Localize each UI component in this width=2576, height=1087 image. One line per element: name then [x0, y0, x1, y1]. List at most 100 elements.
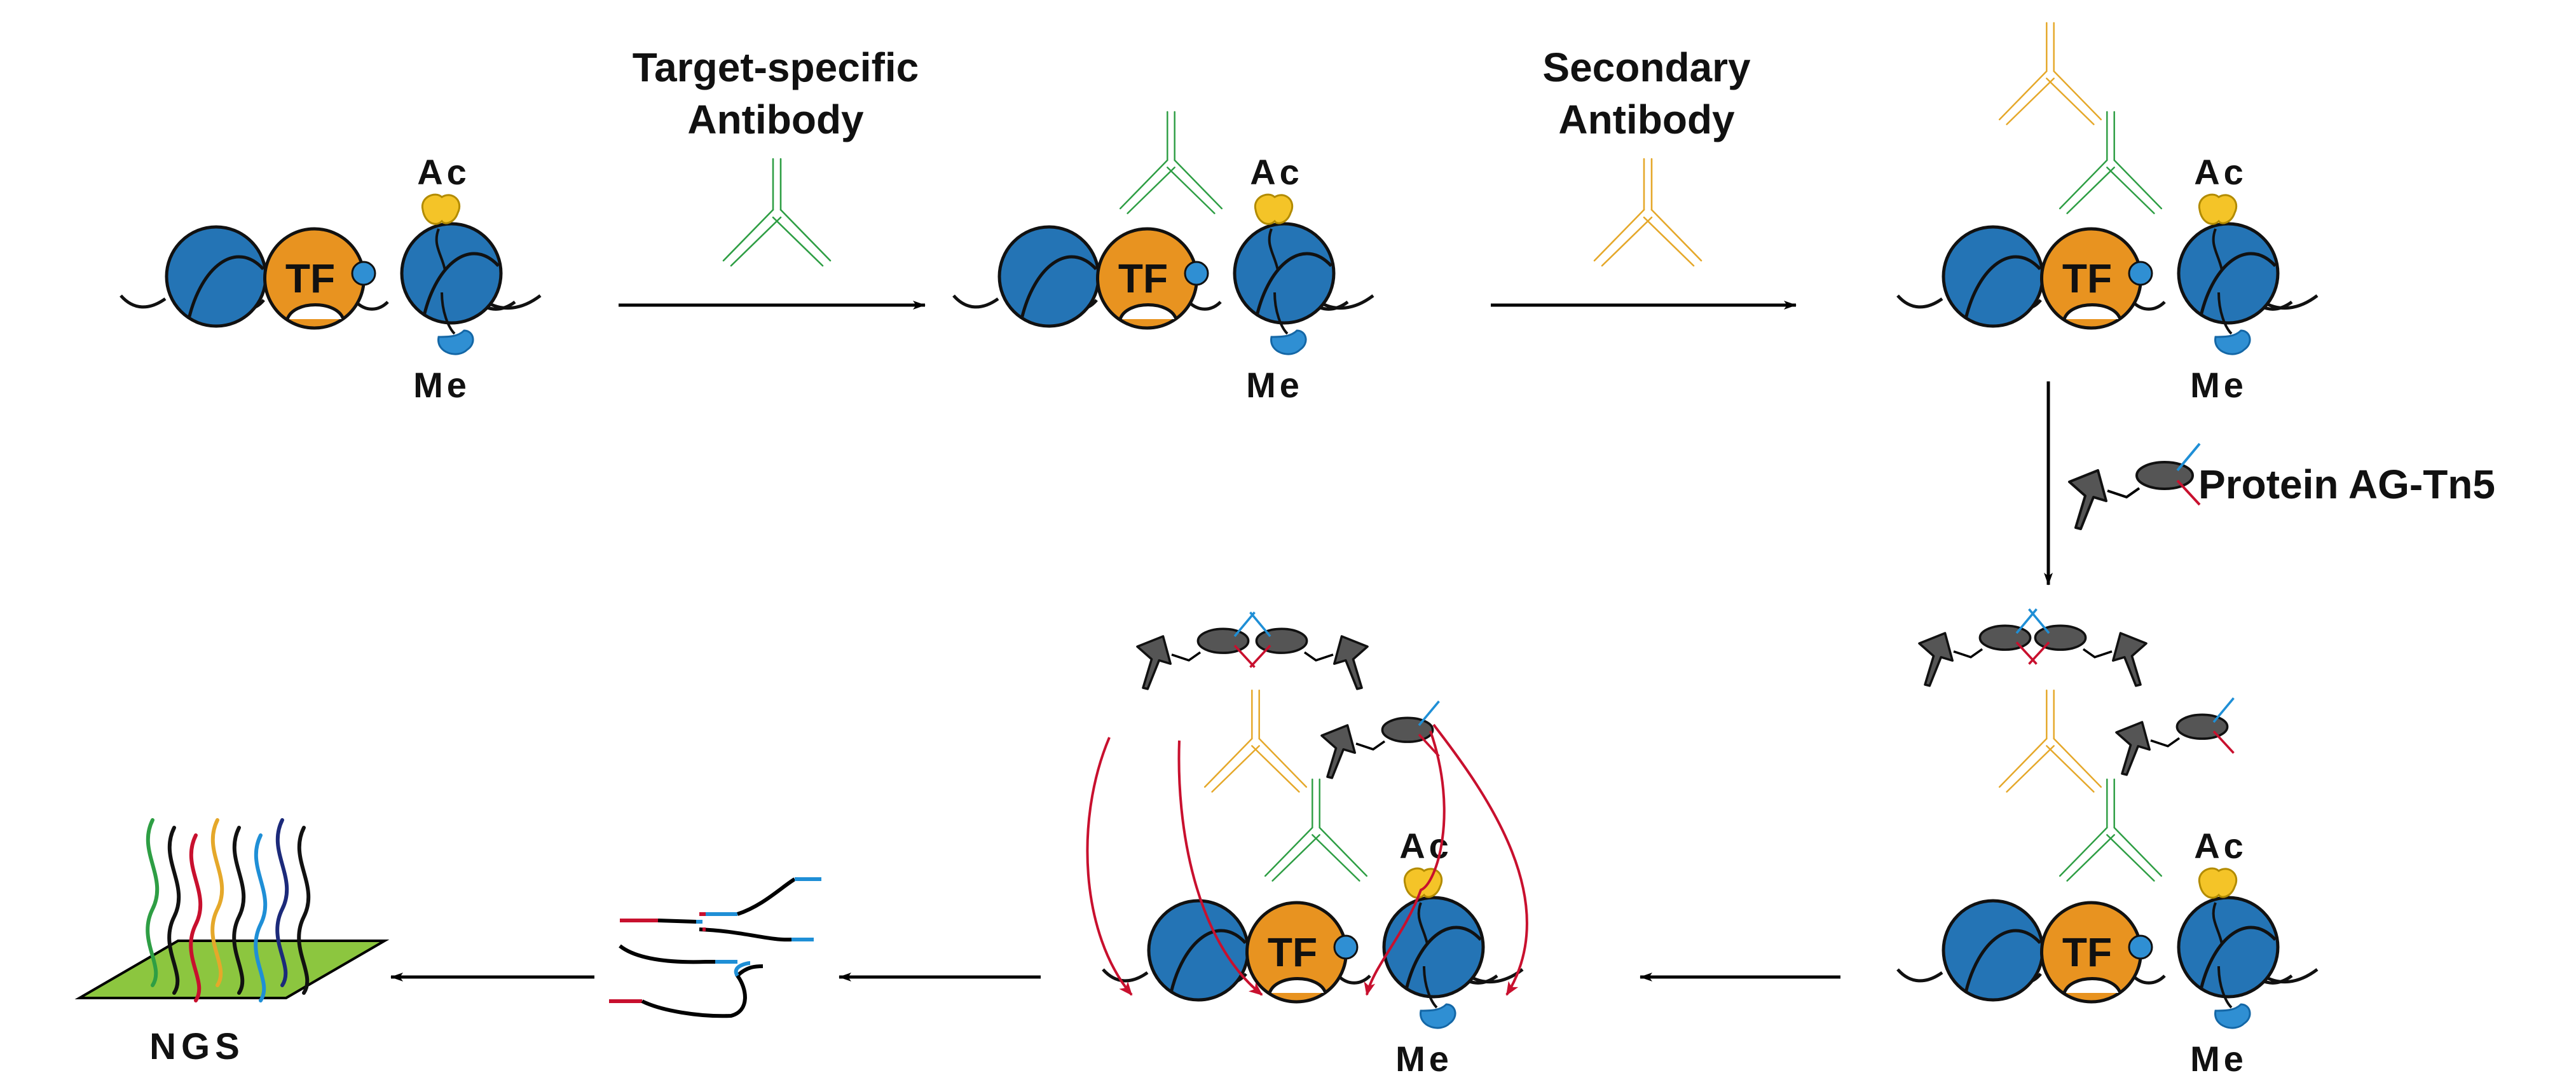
primary-antibody-icon: [2059, 778, 2163, 882]
step1-primary-antibody-icon: [722, 158, 832, 267]
tagmentation-cut-arrow-3: [1432, 723, 1528, 996]
me-label: Me: [1246, 365, 1303, 405]
nucleosome-icon: [400, 222, 503, 325]
secondary-antibody-icon: [1998, 22, 2102, 125]
tf-label: TF: [1118, 256, 1168, 301]
methyl-mark-icon: [2214, 329, 2251, 355]
ngs-read-8: [297, 826, 311, 995]
ngs-label: NGS: [149, 1026, 245, 1067]
tn5-adapter-red: [2176, 479, 2201, 506]
protein-ag-tn5-left: [1136, 612, 1256, 690]
tagmentation-cut-arrow-1: [1086, 737, 1133, 996]
tf-label: TF: [2062, 929, 2112, 975]
ac-label: Ac: [2194, 826, 2247, 866]
phospho-marker: [1184, 261, 1209, 286]
ngs-read-1: [146, 818, 160, 987]
step2-label-line2: Antibody: [1558, 97, 1735, 142]
phospho-marker: [1333, 934, 1359, 960]
ngs-reads: [146, 818, 311, 1002]
transcription-factor-icon: TF: [263, 227, 376, 330]
primary-antibody-icon: [2059, 111, 2163, 214]
ngs-read-6: [254, 833, 268, 1002]
phospho-marker: [2128, 934, 2153, 960]
ac-label: Ac: [2194, 152, 2247, 192]
secondary-antibody-icon: [1593, 158, 1702, 267]
nucleosome-icon: [1942, 899, 2045, 1002]
tf-label: TF: [2062, 256, 2112, 301]
tf-label: TF: [1268, 929, 1317, 975]
sequencing-flowcell-icon: [74, 940, 390, 999]
ngs-read-7: [275, 818, 289, 987]
me-label: Me: [2190, 365, 2247, 405]
nucleosome-icon: [997, 225, 1100, 328]
methyl-mark-icon: [1270, 329, 1307, 355]
adapter-fragments-icon: [609, 877, 821, 1018]
nucleosome-icon: [165, 225, 268, 328]
me-label: Me: [1395, 1039, 1453, 1079]
acetyl-mark-icon: [2198, 867, 2238, 899]
tf-label: TF: [285, 256, 335, 301]
acetyl-mark-icon: [2198, 193, 2238, 225]
primary-antibody-icon: [1264, 778, 1368, 882]
acetyl-mark-icon: [1403, 867, 1443, 899]
secondary-antibody-icon: [1203, 689, 1308, 793]
tagmentation-cut-arrow-2: [1177, 740, 1263, 996]
protein-ag-tn5-icon: [2068, 442, 2201, 530]
tn5-adapter-blue: [2176, 442, 2201, 472]
tn5-ellipse: [2135, 461, 2194, 490]
step2-label-line1: Secondary: [1542, 44, 1751, 90]
ac-label: Ac: [417, 152, 470, 192]
step2-secondary-antibody-icon: [1593, 158, 1702, 267]
protein-ag-tn5-lower: [1320, 701, 1440, 779]
nucleosome-icon: [2177, 222, 2280, 325]
ngs-read-2: [167, 826, 181, 995]
protein-ag-arm: [2107, 487, 2141, 499]
step1-label-line1: Target-specific: [633, 44, 919, 90]
transcription-factor-icon: TF: [1245, 901, 1359, 1004]
nucleosome-icon: [1233, 222, 1336, 325]
secondary-antibody-icon: [1998, 689, 2102, 793]
transcription-factor-icon: TF: [1096, 227, 1209, 330]
transcription-factor-icon: TF: [2040, 901, 2153, 1004]
methyl-mark-icon: [2214, 1003, 2251, 1029]
nucleosome-icon: [1147, 899, 1250, 1002]
protein-ag-claw: [2068, 469, 2107, 530]
ac-label: Ac: [1399, 826, 1453, 866]
primary-antibody-icon: [722, 158, 832, 267]
me-label: Me: [2190, 1039, 2247, 1079]
transcription-factor-icon: TF: [2040, 227, 2153, 330]
ngs-read-4: [210, 818, 224, 987]
ngs-read-5: [232, 826, 246, 995]
nucleosome-icon: [1942, 225, 2045, 328]
protein-ag-tn5-right: [1249, 612, 1369, 690]
acetyl-mark-icon: [1254, 193, 1294, 225]
methyl-mark-icon: [437, 329, 474, 355]
methyl-mark-icon: [1420, 1003, 1456, 1029]
ac-label: Ac: [1250, 152, 1303, 192]
nucleosome-icon: [1382, 896, 1485, 999]
phospho-marker: [351, 261, 376, 286]
protein-ag-tn5-left: [1918, 608, 2038, 687]
acetyl-mark-icon: [421, 193, 461, 225]
step3-label: Protein AG-Tn5: [2198, 461, 2495, 507]
phospho-marker: [2128, 261, 2153, 286]
nucleosome-icon: [2177, 896, 2280, 999]
protein-ag-tn5-right: [2028, 608, 2148, 687]
protein-ag-tn5-lower: [2115, 697, 2235, 776]
step1-label-line2: Antibody: [687, 97, 864, 142]
me-label: Me: [413, 365, 470, 405]
tagmentation-cut-arrow-4: [1364, 730, 1446, 996]
primary-antibody-icon: [1119, 111, 1223, 214]
